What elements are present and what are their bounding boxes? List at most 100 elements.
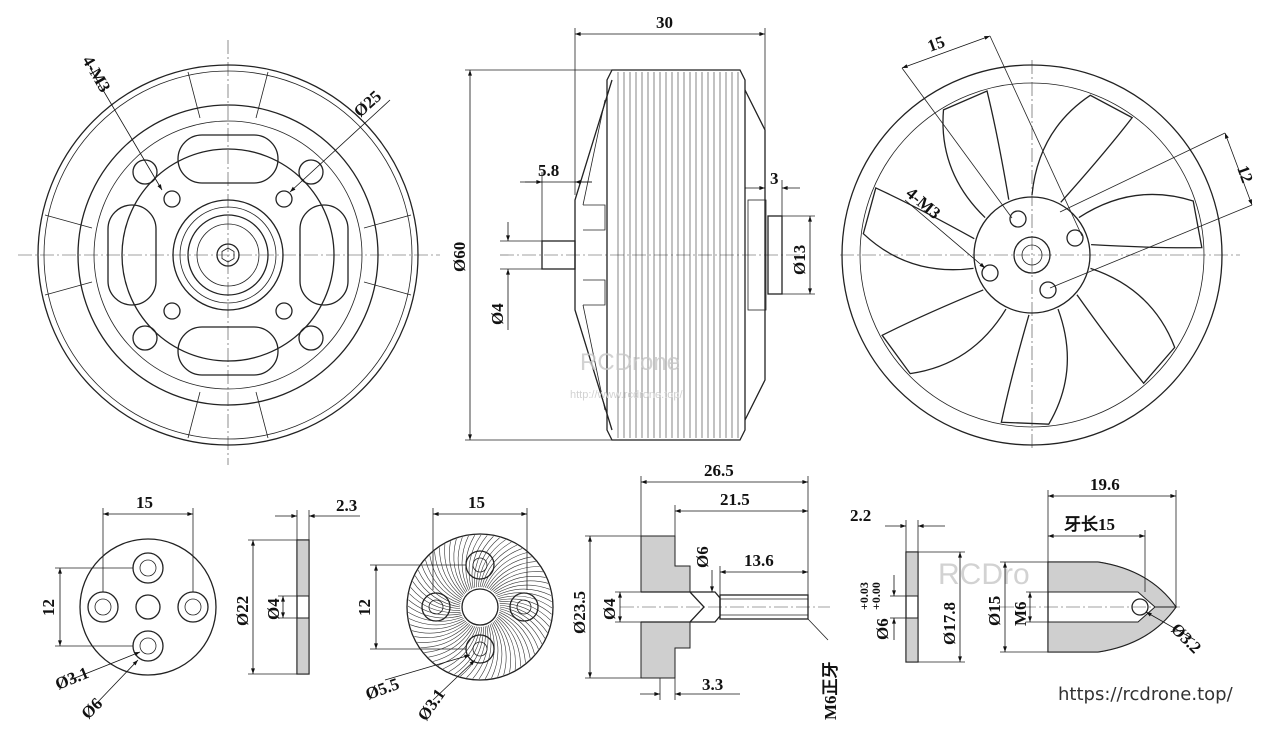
knurl-line [409,593,461,613]
rear-hub-label: Ø13 [790,245,809,275]
mount-plate-view: 15 12 Ø3.1 Ø6 [39,493,217,723]
knurl-line [499,601,551,621]
watermark-brand: RCDrone [580,349,680,376]
watermark-brand-2: RCDro [938,558,1030,591]
knurl-line [479,541,512,588]
rear-spoke [1076,267,1176,385]
site-url[interactable]: https://rcdrone.top/ [1058,684,1233,705]
knurl-line [444,544,464,596]
knurl-line [434,551,463,599]
knurl-line [454,626,483,675]
washer-inner-label: Ø6 [873,618,892,640]
adapter-overall-label: 26.5 [704,461,734,480]
washer-tol-upper: +0.03 [857,582,871,610]
adapter-thread-length-label: 13.6 [744,551,774,570]
knurl-line [411,620,467,634]
rear-spoke [881,289,1007,375]
adapter-bore-label: Ø4 [600,598,619,620]
knurl-line [478,625,492,680]
knurl-line [420,624,471,648]
plate-hole-small-label: Ø3.1 [52,663,91,694]
knurled-height-label: 12 [355,599,374,616]
knurl-line [448,626,481,673]
knurl-line [499,606,546,639]
knurl-line [410,587,461,611]
knurl-line [492,576,546,592]
nut-thread-label: M6 [1011,601,1030,626]
knurl-line [499,610,539,650]
rear-spoke [862,187,975,271]
knurl-line [421,564,461,604]
outer-diameter-label: Ø60 [450,242,469,272]
knurl-line [476,537,500,588]
knurl-line [491,623,499,679]
knurl-line [429,555,462,601]
knurl-line [428,625,474,658]
knurl-line [491,571,543,591]
knurl-line [410,619,465,630]
knurl-line [453,538,467,594]
plate-height-label: 12 [39,599,58,616]
knurl-line [408,618,464,626]
watermark-url: http://www.rcdrone.top/ [570,389,683,401]
washer-tol-lower: +0.00 [869,582,883,610]
knurl-line [407,605,462,619]
adapter-thread-label: M6正牙 [821,661,840,720]
knurl-line [477,539,506,588]
adapter-flange-label: Ø23.5 [570,591,589,634]
knurled-hole-small-label: Ø3.1 [414,685,449,724]
knurl-line [499,611,535,655]
knurl-line [449,541,465,595]
nut-diameter-label: Ø15 [985,596,1004,626]
knurl-line [414,575,461,608]
front-diameter-label: Ø25 [350,87,385,121]
spacer-view: 2.3 Ø22 Ø4 [233,496,360,675]
knurl-line [461,535,469,591]
front-holes-label: 4-M3 [79,53,115,96]
side-length-label: 30 [656,13,673,32]
shaft-extension-label: 5.8 [538,161,559,180]
knurl-line [474,536,494,588]
knurl-line [460,626,484,677]
washer-thickness-label: 2.2 [850,506,871,525]
knurled-hole-large-label: Ø5.5 [363,674,402,704]
prop-nut-view: 19.6 牙长15 Ø15 M6 Ø3.2 [985,475,1205,657]
knurl-line [439,547,463,598]
knurl-line [483,548,523,588]
rear-view: 15 12 4-M3 [840,32,1257,450]
knurl-line [414,622,468,638]
adapter-shaft-label: Ø6 [693,546,712,568]
rear-spoke [1000,308,1069,425]
rear-spacing-b-label: 12 [1233,163,1257,185]
spacer-thickness-label: 2.3 [336,496,357,515]
knurl-line [497,615,526,663]
rear-spoke [1031,94,1134,203]
knurl-line [472,625,489,679]
knurl-line [488,561,536,590]
knurl-line [496,588,552,596]
front-view: 4-M3 Ø25 [18,40,440,465]
rear-spoke [1078,193,1203,249]
nut-cross-hole-label: Ø3.2 [1167,619,1205,657]
adapter-base-label: 3.3 [702,675,723,694]
shaft-diameter-label: Ø4 [488,303,507,325]
rear-offset-label: 3 [770,169,779,188]
knurl-line [484,552,528,588]
adapter-body-label: 21.5 [720,490,750,509]
washer-outer-label: Ø17.8 [940,602,959,645]
knurl-line [496,618,516,670]
knurl-line [495,619,511,673]
side-view: 30 5.8 3 Ø60 Ø4 Ø13 RCDrone http://www.r… [450,13,815,441]
knurl-line [495,584,550,595]
knurl-line [499,603,550,627]
rear-holes-label: 4-M3 [902,184,944,223]
spacer-outer-label: Ø22 [233,596,252,626]
prop-adapter-view: 26.5 21.5 13.6 3.3 Ø23.5 Ø4 Ø6 M6正牙 [570,461,840,720]
knurl-line [498,613,531,659]
knurl-line [471,535,488,589]
nut-thread-length-label: 牙长15 [1064,514,1115,534]
rear-spoke [942,90,1010,219]
knurl-line [466,626,486,678]
washer-view: 2.2 Ø6 +0.03 +0.00 Ø17.8 RCDro [850,506,1030,663]
